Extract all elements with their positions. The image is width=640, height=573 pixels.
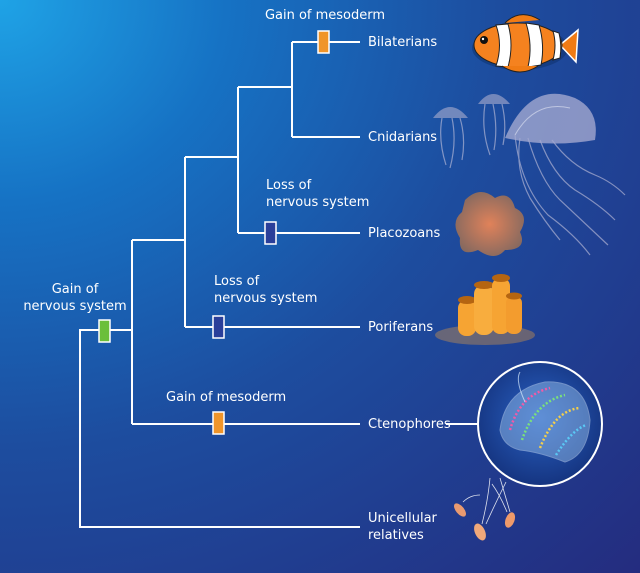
loss-nervous-label-poriferans-line1: Loss of (214, 274, 260, 289)
gain-nervous-label-line1: Gain of (51, 282, 99, 297)
loss-nervous-label-placozoans-line2: nervous system (266, 195, 370, 210)
gain-mesoderm-marker-top (317, 30, 330, 54)
gain-nervous-label-line2: nervous system (23, 299, 127, 314)
taxon-unicellular-line1: Unicellular (368, 511, 437, 526)
comb-jelly-icon (477, 361, 603, 487)
taxon-unicellular-line2: relatives (368, 528, 424, 543)
loss-nervous-label-placozoans-line1: Loss of (266, 178, 312, 193)
taxon-placozoans: Placozoans (368, 226, 441, 241)
gain-mesoderm-label-top: Gain of mesoderm (264, 8, 386, 23)
unicellular-icon (454, 477, 516, 541)
jellyfish-icon (433, 93, 626, 256)
gain-nervous-marker (98, 319, 111, 343)
taxon-ctenophores: Ctenophores (368, 417, 451, 432)
gain-nervous-label: Gain of nervous system (20, 281, 130, 315)
loss-nervous-label-poriferans: Loss of nervous system (214, 273, 317, 307)
taxon-cnidarians: Cnidarians (368, 130, 438, 145)
loss-nervous-label-poriferans-line2: nervous system (214, 291, 318, 306)
loss-nervous-label-placozoans: Loss of nervous system (266, 177, 369, 211)
taxon-unicellular-relatives: Unicellular relatives (368, 510, 437, 544)
loss-marker-poriferans (212, 315, 225, 339)
taxon-poriferans: Poriferans (368, 320, 434, 335)
gain-mesoderm-label-cteno: Gain of mesoderm (166, 390, 287, 405)
taxon-bilaterians: Bilaterians (368, 35, 438, 50)
sponge-icon (435, 274, 535, 345)
placozoan-icon (455, 191, 524, 256)
gain-mesoderm-marker-cteno (212, 411, 225, 435)
clownfish-icon (472, 14, 579, 73)
loss-marker-placozoans (264, 221, 277, 245)
